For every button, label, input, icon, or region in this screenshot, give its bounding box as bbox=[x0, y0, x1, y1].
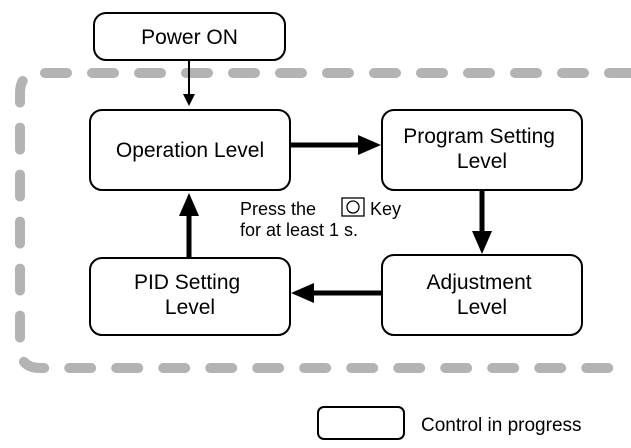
program-setting-level-line1: Program Setting bbox=[403, 125, 555, 148]
operation-level-label: Operation Level bbox=[116, 139, 264, 162]
operation-to-program-arrow bbox=[290, 135, 381, 155]
power-to-operation-arrowhead bbox=[183, 94, 195, 106]
mode-key-icon bbox=[341, 197, 365, 217]
legend-label: Control in progress bbox=[421, 415, 582, 436]
pid-setting-level-line1: PID Setting bbox=[134, 271, 240, 294]
program-setting-level-label: Program Setting Level bbox=[403, 125, 561, 173]
program-to-adjustment-arrow bbox=[472, 190, 492, 254]
note-line2: for at least 1 s. bbox=[240, 220, 358, 240]
pid-to-operation-arrow bbox=[179, 193, 199, 258]
pid-setting-level-line2: Level bbox=[165, 296, 215, 319]
pid-setting-level-label: PID Setting Level bbox=[134, 271, 246, 319]
program-setting-level-line2: Level bbox=[457, 150, 507, 173]
control-in-progress-frame bbox=[15, 68, 631, 373]
adjustment-level-box bbox=[381, 254, 583, 336]
note-line1-prefix: Press the bbox=[240, 199, 316, 219]
operation-level-box bbox=[89, 109, 291, 191]
legend-box bbox=[317, 406, 405, 440]
adjustment-level-line2: Level bbox=[457, 296, 507, 319]
adjustment-level-line1: Adjustment bbox=[427, 271, 532, 294]
power-on-label: Power ON bbox=[141, 26, 238, 49]
adjustment-level-label: Adjustment Level bbox=[427, 271, 538, 319]
adjustment-to-pid-arrow bbox=[291, 283, 382, 303]
note-line1-suffix: Key bbox=[370, 199, 401, 219]
